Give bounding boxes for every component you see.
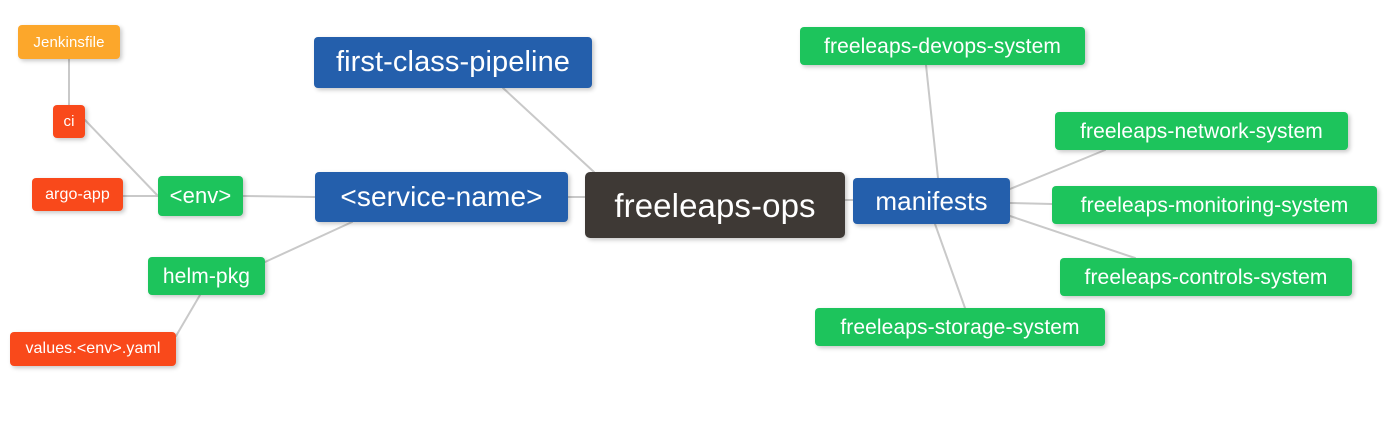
mindmap-node-service-name[interactable]: <service-name> [315, 172, 568, 222]
mindmap-node-helm-pkg[interactable]: helm-pkg [148, 257, 265, 295]
mindmap-node-network-sys[interactable]: freeleaps-network-system [1055, 112, 1348, 150]
edge-helm-pkg-to-service-name [264, 221, 353, 263]
mindmap-node-controls-sys[interactable]: freeleaps-controls-system [1060, 258, 1352, 296]
edge-values-yaml-to-helm-pkg [175, 294, 201, 337]
mindmap-node-root[interactable]: freeleaps-ops [585, 172, 845, 238]
edge-manifests-to-monitoring-sys [1009, 202, 1053, 205]
mindmap-node-storage-sys[interactable]: freeleaps-storage-system [815, 308, 1105, 346]
edge-env-to-service-name [242, 195, 316, 198]
edge-manifests-to-network-sys [1009, 149, 1106, 190]
mindmap-node-env[interactable]: <env> [158, 176, 243, 216]
mindmap-node-jenkinsfile[interactable]: Jenkinsfile [18, 25, 120, 59]
edge-manifests-to-storage-sys [934, 223, 966, 309]
mindmap-node-values-yaml[interactable]: values.<env>.yaml [10, 332, 176, 366]
mindmap-node-pipeline[interactable]: first-class-pipeline [314, 37, 592, 88]
mindmap-node-devops-sys[interactable]: freeleaps-devops-system [800, 27, 1085, 65]
edge-pipeline-to-root [502, 87, 595, 173]
mindmap-node-argo-app[interactable]: argo-app [32, 178, 123, 211]
mindmap-node-monitoring-sys[interactable]: freeleaps-monitoring-system [1052, 186, 1377, 224]
mindmap-node-ci[interactable]: ci [53, 105, 85, 138]
mindmap-node-manifests[interactable]: manifests [853, 178, 1010, 224]
edge-devops-sys-to-manifests [925, 64, 939, 179]
